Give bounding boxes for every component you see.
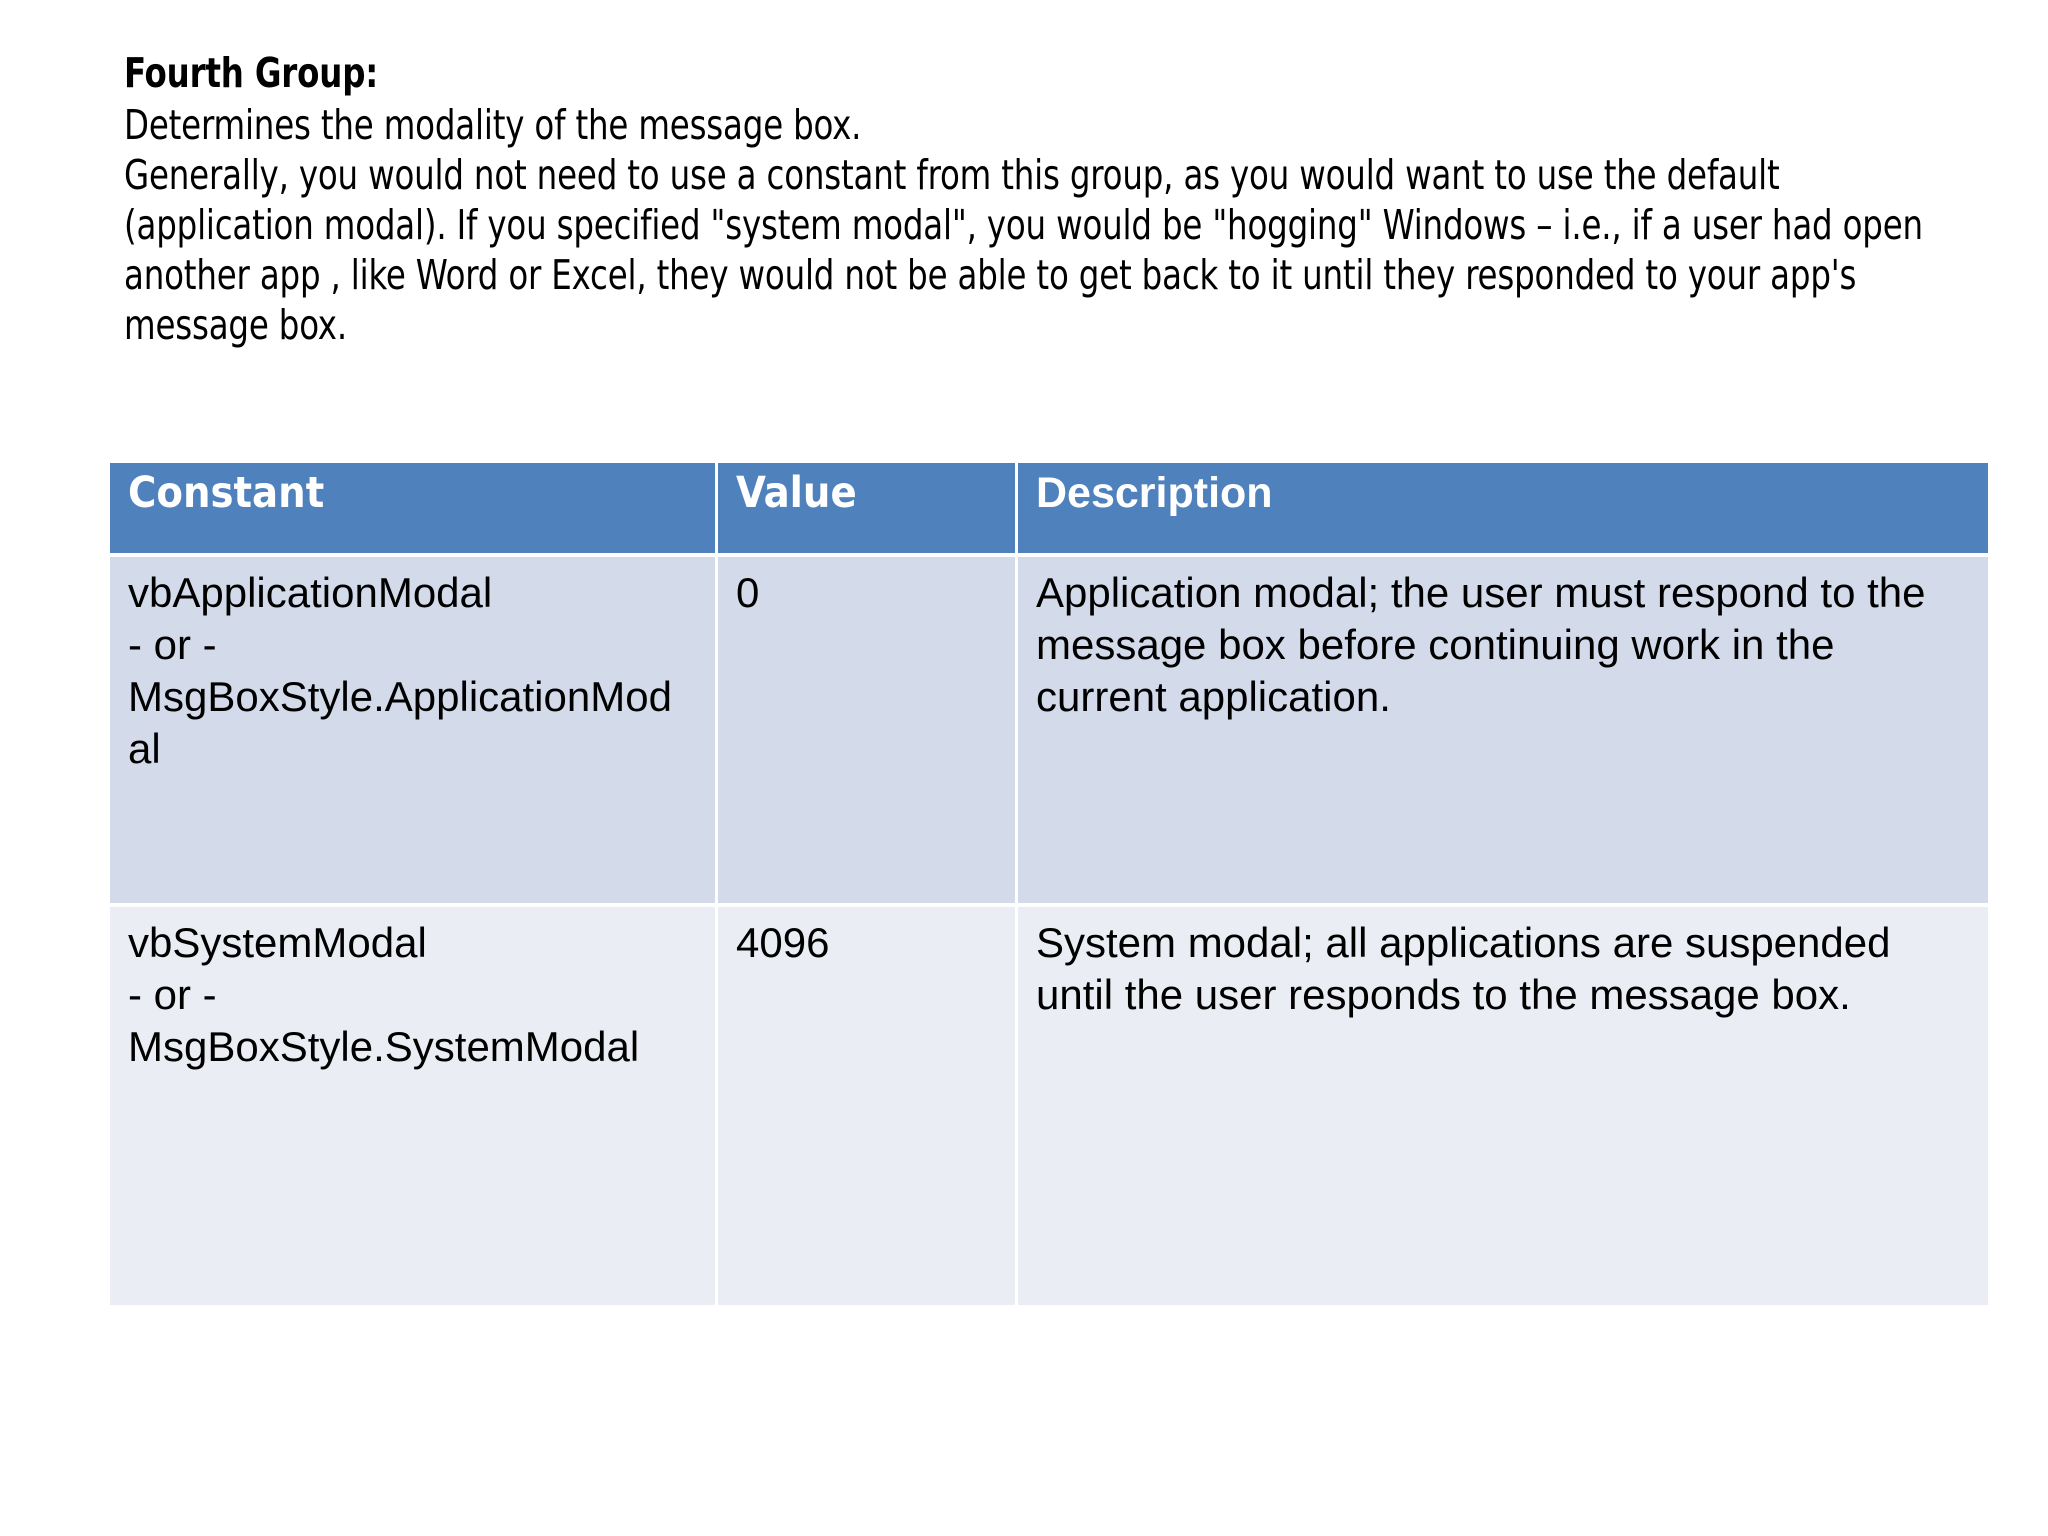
table-row: vbApplicationModal - or - MsgBoxStyle.Ap… bbox=[110, 553, 1988, 903]
cell-value: 0 bbox=[718, 553, 1018, 903]
cell-description: Application modal; the user must respond… bbox=[1018, 553, 1988, 903]
cell-description: System modal; all applications are suspe… bbox=[1018, 903, 1988, 1305]
constant-alias: MsgBoxStyle.ApplicationModal bbox=[128, 672, 672, 772]
column-header-value: Value bbox=[718, 463, 1018, 553]
constant-name: vbSystemModal bbox=[128, 919, 427, 966]
intro-paragraph: Generally, you would not need to use a c… bbox=[124, 151, 1923, 350]
table-header: Constant Value Description bbox=[110, 463, 1988, 553]
column-header-constant: Constant bbox=[110, 463, 718, 553]
cell-constant: vbSystemModal - or - MsgBoxStyle.SystemM… bbox=[110, 903, 718, 1305]
intro-heading: Fourth Group: bbox=[124, 49, 379, 97]
cell-value: 4096 bbox=[718, 903, 1018, 1305]
intro-subheading: Determines the modality of the message b… bbox=[124, 101, 862, 150]
table-row: vbSystemModal - or - MsgBoxStyle.SystemM… bbox=[110, 903, 1988, 1305]
table-body: vbApplicationModal - or - MsgBoxStyle.Ap… bbox=[110, 553, 1988, 1305]
table-header-row: Constant Value Description bbox=[110, 463, 1988, 553]
constant-separator: - or - bbox=[128, 620, 217, 668]
constants-table: Constant Value Description vbApplication… bbox=[110, 463, 1988, 1305]
cell-constant: vbApplicationModal - or - MsgBoxStyle.Ap… bbox=[110, 553, 718, 903]
constant-alias: MsgBoxStyle.SystemModal bbox=[128, 1022, 640, 1070]
column-header-description: Description bbox=[1018, 463, 1988, 553]
constants-table-wrapper: Constant Value Description vbApplication… bbox=[110, 463, 1988, 1305]
constant-separator: - or - bbox=[128, 970, 217, 1018]
intro-text-block: Fourth Group: Determines the modality of… bbox=[124, 48, 1954, 350]
constant-name: vbApplicationModal bbox=[128, 569, 493, 616]
